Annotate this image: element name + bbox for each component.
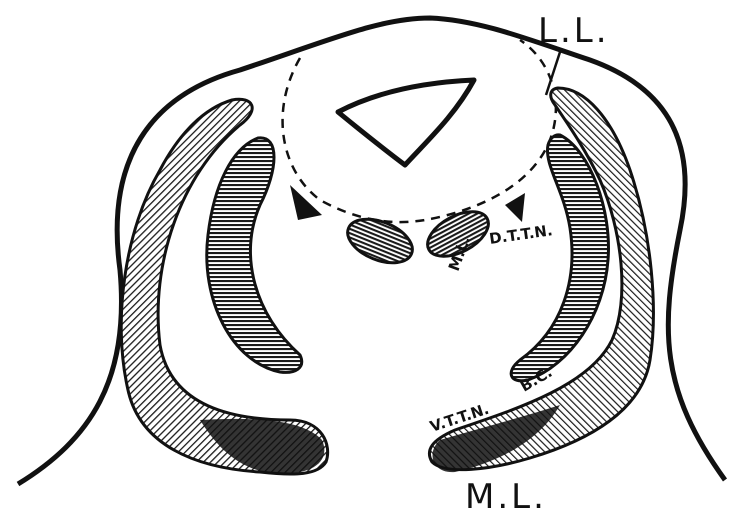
left-arrowhead-mark bbox=[290, 185, 322, 220]
medial-lemniscus-left-lobe bbox=[341, 211, 418, 272]
right-arrowhead-mark bbox=[505, 193, 525, 222]
central-canal bbox=[338, 80, 474, 165]
label-ll: L.L. bbox=[538, 11, 610, 51]
left-inner-crescent bbox=[207, 138, 302, 373]
label-dttn: D.T.T.N. bbox=[488, 221, 554, 248]
label-ml-bottom: M.L. bbox=[465, 477, 547, 515]
right-inner-crescent bbox=[511, 135, 608, 381]
